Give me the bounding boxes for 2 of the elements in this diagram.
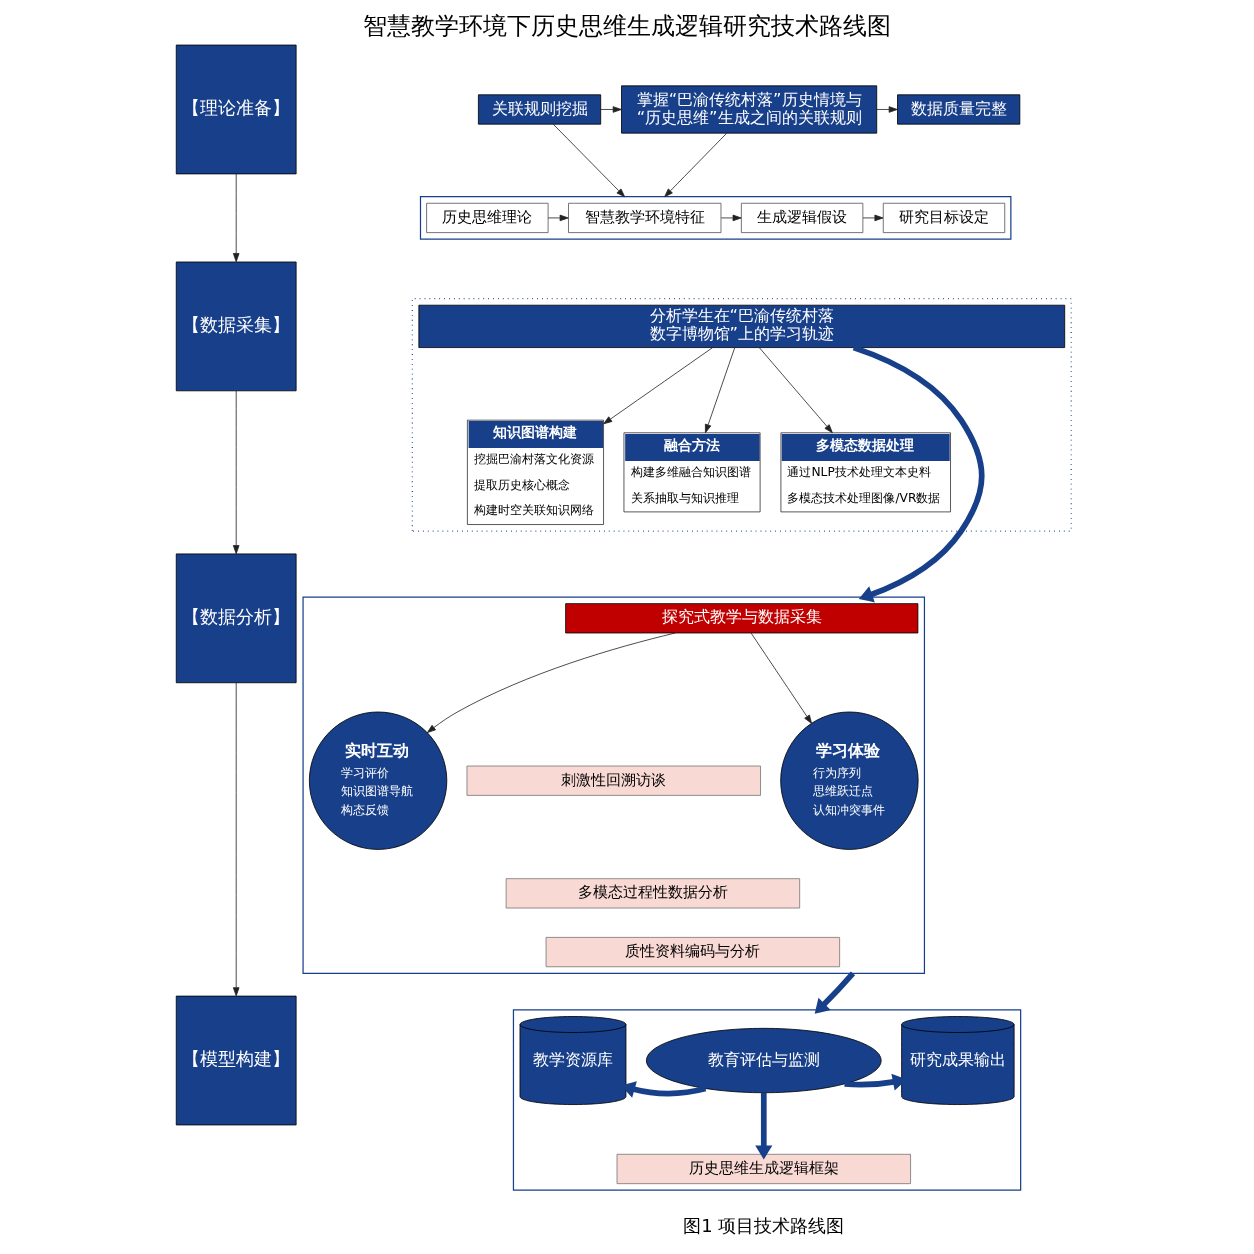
diagram-title: 智慧教学环境下历史思维生成逻辑研究技术路线图	[363, 11, 891, 41]
caption: 图1 项目技术路线图	[683, 1215, 845, 1237]
